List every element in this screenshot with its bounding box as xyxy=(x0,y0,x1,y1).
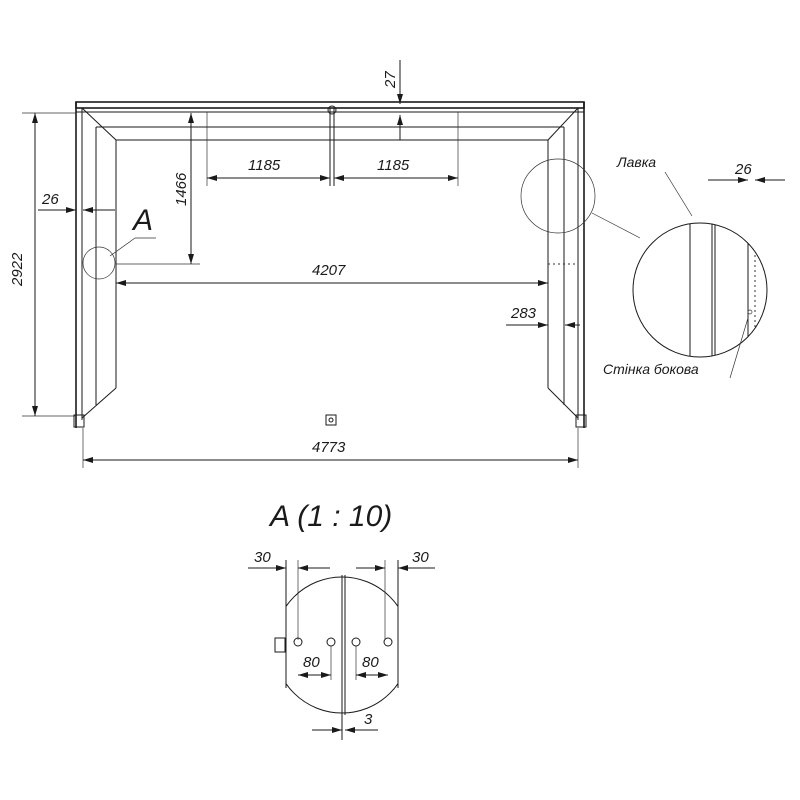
dimension-1185-right: 1185 xyxy=(334,157,458,181)
dim-span-left-text: 1185 xyxy=(248,157,281,174)
dimension-4207: 4207 xyxy=(116,262,548,286)
dim-height-text: 1466 xyxy=(173,172,190,206)
dim-span-right-text: 1185 xyxy=(377,157,410,174)
dimension-1466: 1466 xyxy=(116,113,200,265)
dimension-1185-left: 1185 xyxy=(207,157,330,181)
bench-label: Лавка xyxy=(616,154,656,170)
callout-detail: 26 Лавка Стінка бокова xyxy=(520,154,785,379)
detail-right-edge-text: 30 xyxy=(412,549,429,566)
dim-wall-offset-text: 26 xyxy=(41,191,59,208)
dimension-26: 26 xyxy=(38,191,115,213)
dim-overall-height-text: 2922 xyxy=(9,252,26,287)
dim-overall-width-text: 4773 xyxy=(312,439,346,456)
drain-icon xyxy=(325,414,337,426)
side-wall-label: Стінка бокова xyxy=(603,361,699,377)
detail-left-spacing-text: 80 xyxy=(303,654,320,671)
dimension-4773: 4773 xyxy=(82,428,579,468)
dim-inner-width-text: 4207 xyxy=(312,262,346,279)
detail-right-spacing-text: 80 xyxy=(362,654,379,671)
detail-view-a: A (1 : 10) 30 30 80 80 3 xyxy=(248,500,435,740)
detail-center-gap-text: 3 xyxy=(364,711,373,728)
detail-view-title: A (1 : 10) xyxy=(268,500,392,533)
dim-top-gap-text: 27 xyxy=(382,71,399,89)
dimension-2922: 2922 xyxy=(9,112,76,417)
dimension-27: 27 xyxy=(382,60,403,140)
callout-bench-gap-text: 26 xyxy=(734,161,752,178)
detail-marker-a: A xyxy=(82,204,156,280)
plan-frame xyxy=(73,101,587,428)
dim-bench-depth-text: 283 xyxy=(510,305,537,322)
detail-marker-text: A xyxy=(131,204,153,237)
detail-left-edge-text: 30 xyxy=(254,549,271,566)
dimension-283: 283 xyxy=(506,305,580,328)
